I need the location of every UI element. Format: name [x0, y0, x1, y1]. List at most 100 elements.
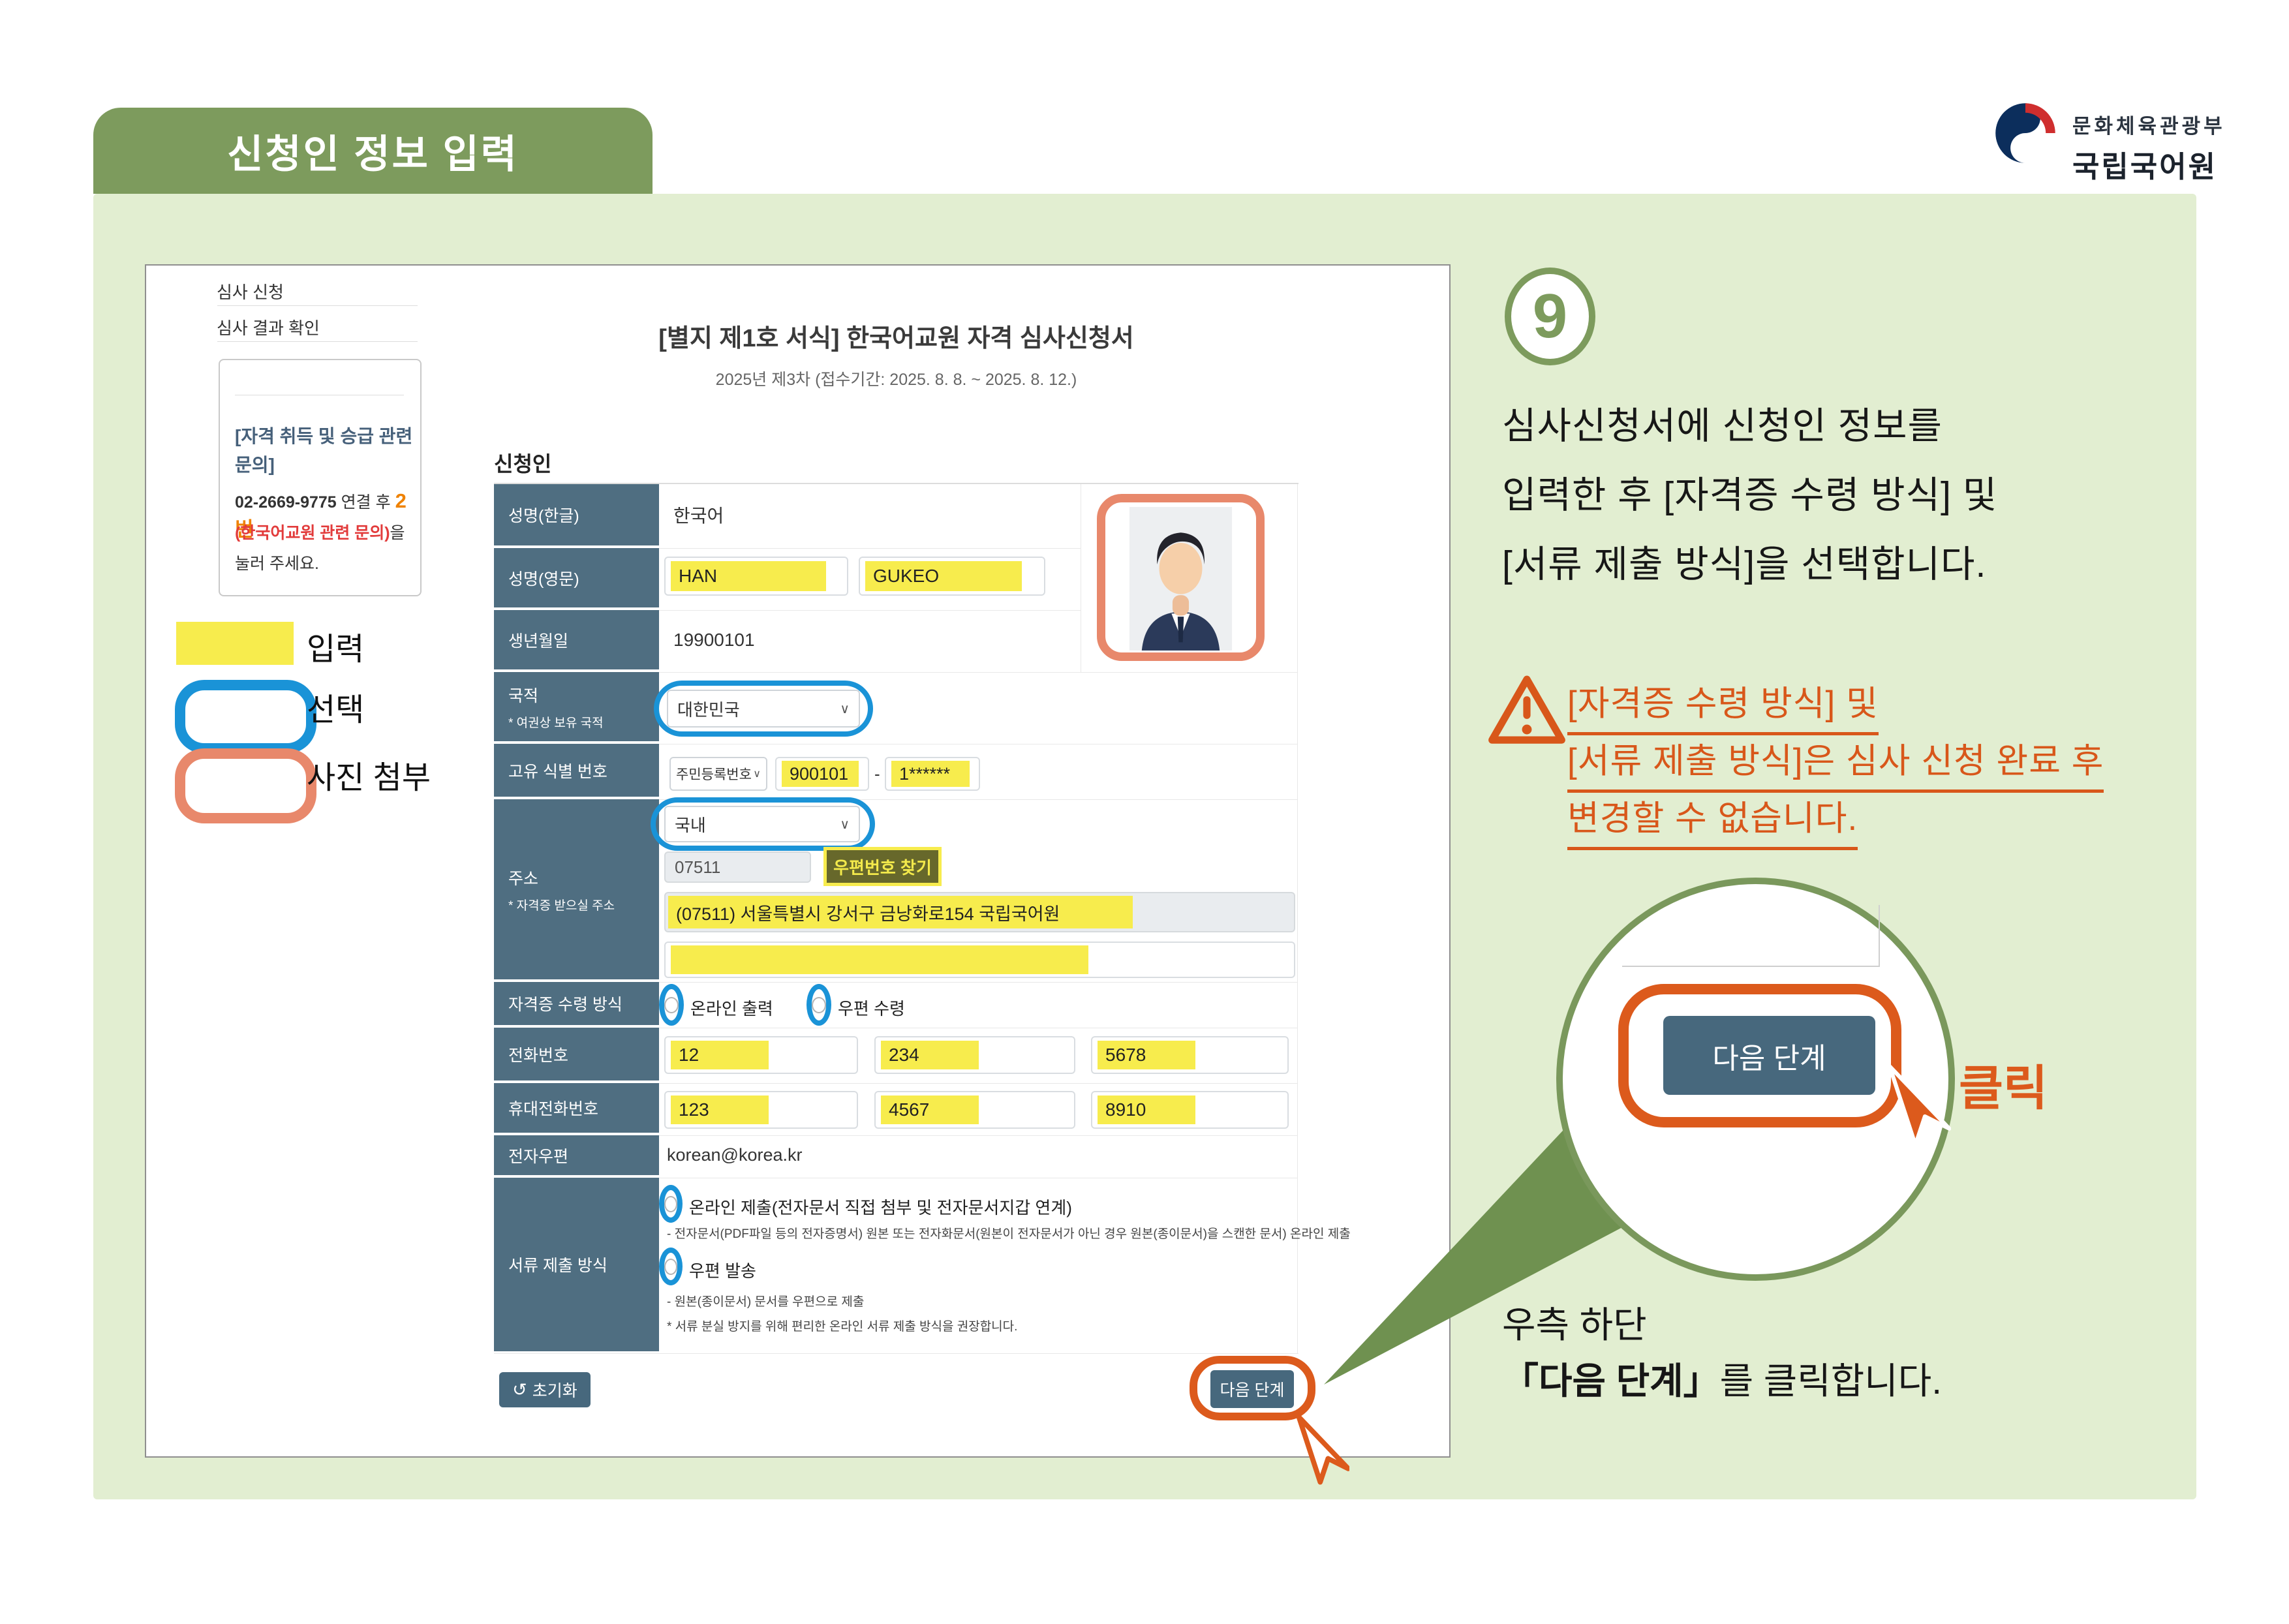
- contact-tail: 눌러 주세요.: [235, 555, 319, 573]
- cert-online-label: 온라인 출력: [690, 999, 773, 1019]
- zoom-next-step-button: 다음 단계: [1663, 1016, 1875, 1095]
- legend-photo-swatch: [175, 748, 316, 823]
- tel-part3-input[interactable]: 5678: [1091, 1036, 1289, 1074]
- form-section-applicant: 신청인: [494, 452, 552, 476]
- address-line2-input[interactable]: [664, 942, 1295, 978]
- bottom-suffix: 를 클릭합니다.: [1719, 1360, 1942, 1402]
- row-divider: [659, 1083, 1297, 1084]
- table-bottom-border: [494, 1353, 1298, 1354]
- row-divider: [659, 548, 1081, 549]
- row-label-address: 주소* 자격증 받으실 주소: [494, 799, 659, 979]
- tel-part3-highlight: 5678: [1098, 1041, 1195, 1069]
- zoom-table-line: [1622, 966, 1880, 967]
- next-step-button[interactable]: 다음 단계: [1210, 1370, 1294, 1408]
- row-label-cert: 자격증 수령 방식: [494, 982, 659, 1025]
- logo-institute: 국립국어원: [2072, 150, 2218, 183]
- mobile-part2-highlight: 4567: [881, 1095, 979, 1124]
- tel-part1-highlight: 12: [671, 1041, 769, 1069]
- sidebar-item-results[interactable]: 심사 결과 확인: [217, 318, 320, 338]
- zip-code-field[interactable]: 07511: [664, 851, 811, 883]
- id-front-highlight: 900101: [782, 761, 859, 787]
- mobile-part2-input[interactable]: 4567: [874, 1091, 1075, 1129]
- nationality-select[interactable]: 대한민국 ∨: [667, 690, 860, 728]
- taegeuk-logo-icon: [1991, 99, 2059, 167]
- zoom-circle: 다음 단계: [1556, 878, 1955, 1281]
- tel-part1-input[interactable]: 12: [664, 1036, 858, 1074]
- name-en-first-highlight: HAN: [671, 561, 826, 591]
- bottom-quote: 「다음 단계」: [1502, 1360, 1720, 1402]
- zoom-highlight-ring: [1618, 984, 1901, 1127]
- row-label-nationality: 국적* 여권상 보유 국적: [494, 672, 659, 741]
- page-title-tab: 신청인 정보 입력: [93, 108, 653, 194]
- form-subtitle: 2025년 제3차 (접수기간: 2025. 8. 8. ~ 2025. 8. …: [715, 371, 1077, 389]
- click-label: 클릭: [1959, 1061, 2048, 1115]
- applicant-photo[interactable]: [1127, 507, 1235, 651]
- legend-input-swatch: [176, 622, 294, 665]
- contact-info-box: [자격 취득 및 승급 관련 문의] 02-2669-9775 연결 후 2번 …: [219, 359, 422, 596]
- address-scope-select[interactable]: 국내 ∨: [664, 806, 860, 842]
- page-title: 신청인 정보 입력: [227, 132, 519, 176]
- step-number-badge: 9: [1505, 268, 1595, 365]
- instruction-line1: 심사신청서에 신청인 정보를: [1502, 405, 1943, 447]
- legend-photo-label: 사진 첨부: [307, 761, 431, 795]
- sidebar-item-apply[interactable]: 심사 신청: [217, 283, 284, 302]
- id-type-select[interactable]: 주민등록번호 ∨: [669, 757, 767, 791]
- name-en-last-highlight: GUKEO: [865, 561, 1022, 591]
- legend-select-label: 선택: [307, 693, 365, 728]
- cert-online-radio[interactable]: [664, 996, 679, 1013]
- logo-ministry: 문화체육관광부: [2072, 115, 2226, 138]
- zoom-table-line: [1879, 905, 1880, 966]
- row-divider: [659, 672, 1297, 673]
- next-step-highlight-ring: [1190, 1356, 1315, 1420]
- row-label-name-en: 성명(영문): [494, 548, 659, 607]
- name-en-last-input[interactable]: GUKEO: [859, 557, 1045, 596]
- table-right-border: [1297, 484, 1298, 1354]
- zip-search-button[interactable]: 우편번호 찾기: [823, 847, 942, 886]
- id-back-highlight: 1******: [891, 761, 970, 787]
- address-scope-highlight: [651, 797, 875, 851]
- address-line1-field[interactable]: (07511) 서울특별시 강서구 금낭화로154 국립국어원: [664, 892, 1295, 932]
- id-back-input[interactable]: 1******: [885, 757, 980, 791]
- row-label-id: 고유 식별 번호: [494, 744, 659, 797]
- reset-button[interactable]: ↺ 초기화: [499, 1372, 591, 1407]
- mobile-part1-input[interactable]: 123: [664, 1091, 858, 1129]
- doc-online-radio-highlight: [659, 1185, 683, 1223]
- warning-line1: [자격증 수령 방식] 및: [1567, 676, 1879, 735]
- photo-highlight-ring: [1097, 494, 1265, 661]
- cert-mail-radio[interactable]: [812, 996, 826, 1013]
- tel-part2-input[interactable]: 234: [874, 1036, 1075, 1074]
- row-label-mobile: 휴대전화번호: [494, 1083, 659, 1133]
- logo-text: 문화체육관광부 국립국어원: [2072, 110, 2226, 185]
- address-line2-highlight: [671, 945, 1088, 974]
- doc-mail-label: 우편 발송: [689, 1261, 756, 1281]
- doc-online-radio[interactable]: [664, 1195, 677, 1212]
- mobile-part3-input[interactable]: 8910: [1091, 1091, 1289, 1129]
- cert-mail-radio-highlight: [807, 984, 831, 1026]
- warning-line2: [서류 제출 방식]은 심사 신청 완료 후: [1567, 733, 2104, 793]
- cert-mail-label: 우편 수령: [838, 999, 905, 1019]
- table-top-border: [494, 483, 1298, 484]
- id-front-input[interactable]: 900101: [775, 757, 869, 791]
- address-line1-highlight: (07511) 서울특별시 강서구 금낭화로154 국립국어원: [668, 896, 1133, 928]
- doc-recommend-note: * 서류 분실 방지를 위해 편리한 온라인 서류 제출 방식을 권장합니다.: [667, 1320, 1018, 1334]
- row-divider: [659, 982, 1297, 983]
- contact-phone: 02-2669-9775 연결 후 2번: [235, 489, 407, 541]
- doc-online-note: - 전자문서(PDF파일 등의 전자증명서) 원본 또는 전자화문서(원본이 전…: [667, 1227, 1351, 1241]
- row-label-email: 전자우편: [494, 1135, 659, 1175]
- legend-select-swatch: [175, 680, 316, 754]
- row-divider: [659, 610, 1081, 611]
- mobile-part3-highlight: 8910: [1098, 1095, 1195, 1124]
- row-label-name-kr: 성명(한글): [494, 484, 659, 545]
- row-label-birth: 생년월일: [494, 610, 659, 669]
- form-title: [별지 제1호 서식] 한국어교원 자격 심사신청서: [658, 325, 1134, 352]
- name-en-first-input[interactable]: HAN: [664, 557, 848, 596]
- doc-mail-radio[interactable]: [664, 1258, 677, 1275]
- name-kr-value: 한국어: [673, 506, 724, 526]
- birth-value: 19900101: [673, 629, 755, 650]
- legend-input-label: 입력: [307, 632, 365, 667]
- bottom-line1: 우측 하단: [1502, 1304, 1647, 1345]
- sidebar-divider: [217, 305, 418, 306]
- email-value: korean@korea.kr: [667, 1145, 803, 1165]
- doc-mail-note: - 원본(종이문서) 문서를 우편으로 제출: [667, 1295, 865, 1309]
- contact-red-line: (한국어교원 관련 문의)을: [235, 524, 405, 542]
